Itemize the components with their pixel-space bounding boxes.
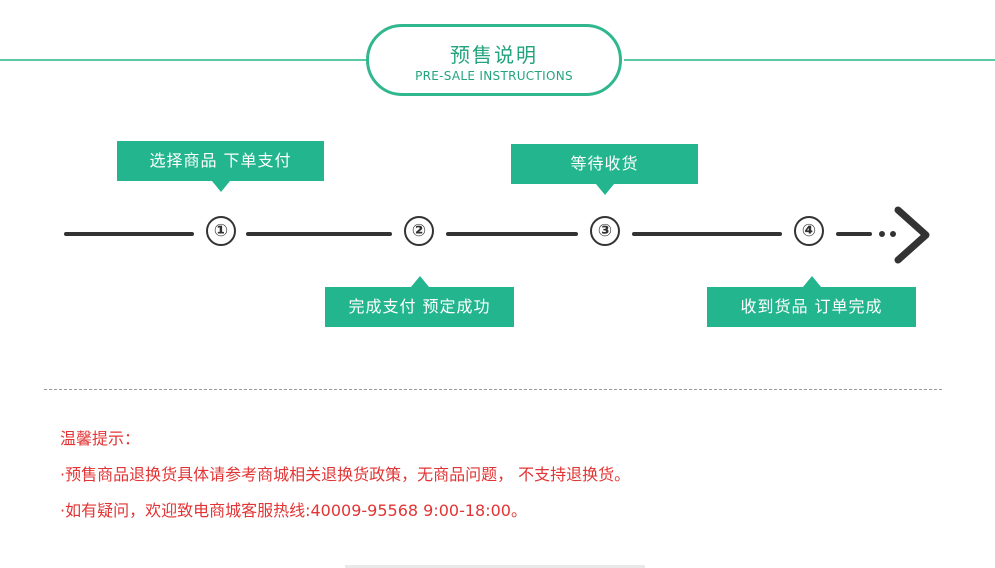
step-1-callout: 选择商品 下单支付 [117, 141, 324, 192]
header-line-right [624, 59, 995, 61]
step-3-callout: 等待收货 [511, 144, 698, 195]
notice-line: ·预售商品退换货具体请参考商城相关退换货政策，无商品问题， 不支持退换货。 [60, 465, 631, 484]
timeline-segment [632, 232, 782, 236]
bottom-bar [345, 565, 645, 568]
step-3-label: 等待收货 [570, 154, 639, 173]
step-1-number: ① [206, 216, 236, 246]
step-1-label: 选择商品 下单支付 [149, 151, 292, 170]
notice-line: ·如有疑问，欢迎致电商城客服热线:40009-95568 9:00-18:00。 [60, 501, 527, 520]
header-line-left [0, 59, 372, 61]
timeline-dot [890, 231, 896, 237]
step-2-number: ② [404, 216, 434, 246]
step-4-number: ④ [794, 216, 824, 246]
step-2-label: 完成支付 预定成功 [348, 297, 491, 316]
timeline-dot [879, 231, 885, 237]
header-badge: 预售说明 PRE-SALE INSTRUCTIONS [366, 24, 622, 96]
dashed-divider [44, 389, 942, 390]
step-3-number: ③ [590, 216, 620, 246]
step-4-callout: 收到货品 订单完成 [707, 276, 916, 327]
timeline-segment [446, 232, 578, 236]
page-subtitle: PRE-SALE INSTRUCTIONS [415, 69, 573, 83]
step-2-callout: 完成支付 预定成功 [325, 276, 514, 327]
arrow-right-icon [894, 206, 930, 264]
timeline-segment [246, 232, 392, 236]
timeline-segment [64, 232, 194, 236]
timeline-segment [836, 232, 872, 236]
page-title: 预售说明 [450, 43, 538, 67]
notice-title: 温馨提示： [60, 429, 141, 448]
step-4-label: 收到货品 订单完成 [740, 297, 883, 316]
